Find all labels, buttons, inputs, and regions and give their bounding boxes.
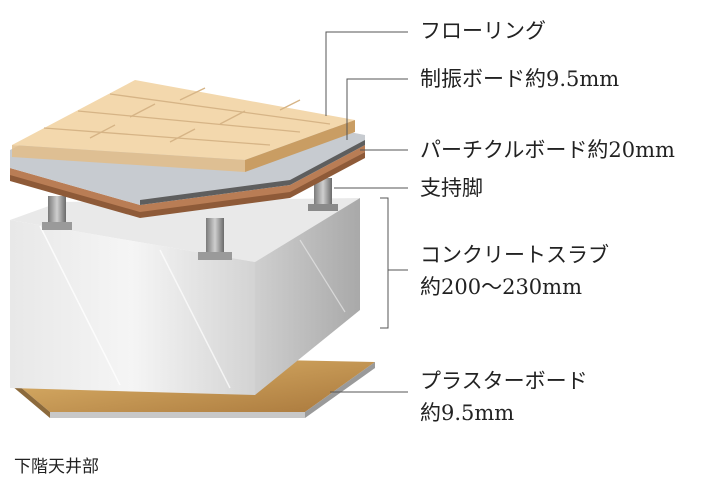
leader-lines — [325, 31, 408, 393]
label-particle-board: パーチクルボード約20mm — [420, 138, 675, 162]
particle-board — [10, 145, 365, 218]
label-plaster-line1: プラスターボード — [420, 369, 588, 393]
leader-flooring — [325, 31, 408, 116]
label-support-leg: 支持脚 — [420, 176, 483, 200]
label-damping-board: 制振ボード約9.5mm — [420, 67, 620, 91]
slab-dimension-bracket — [380, 197, 389, 329]
flooring — [12, 80, 355, 172]
label-slab-line1: コンクリートスラブ — [420, 243, 609, 267]
label-slab-line2: 約200〜230mm — [420, 275, 582, 299]
leader-damping-board — [346, 78, 408, 140]
lower-floor-ceiling-label: 下階天井部 — [14, 457, 99, 477]
concrete-slab — [10, 198, 360, 395]
label-plaster-line2: 約9.5mm — [420, 401, 515, 425]
label-flooring: フローリング — [420, 19, 546, 43]
support-legs — [42, 178, 338, 260]
